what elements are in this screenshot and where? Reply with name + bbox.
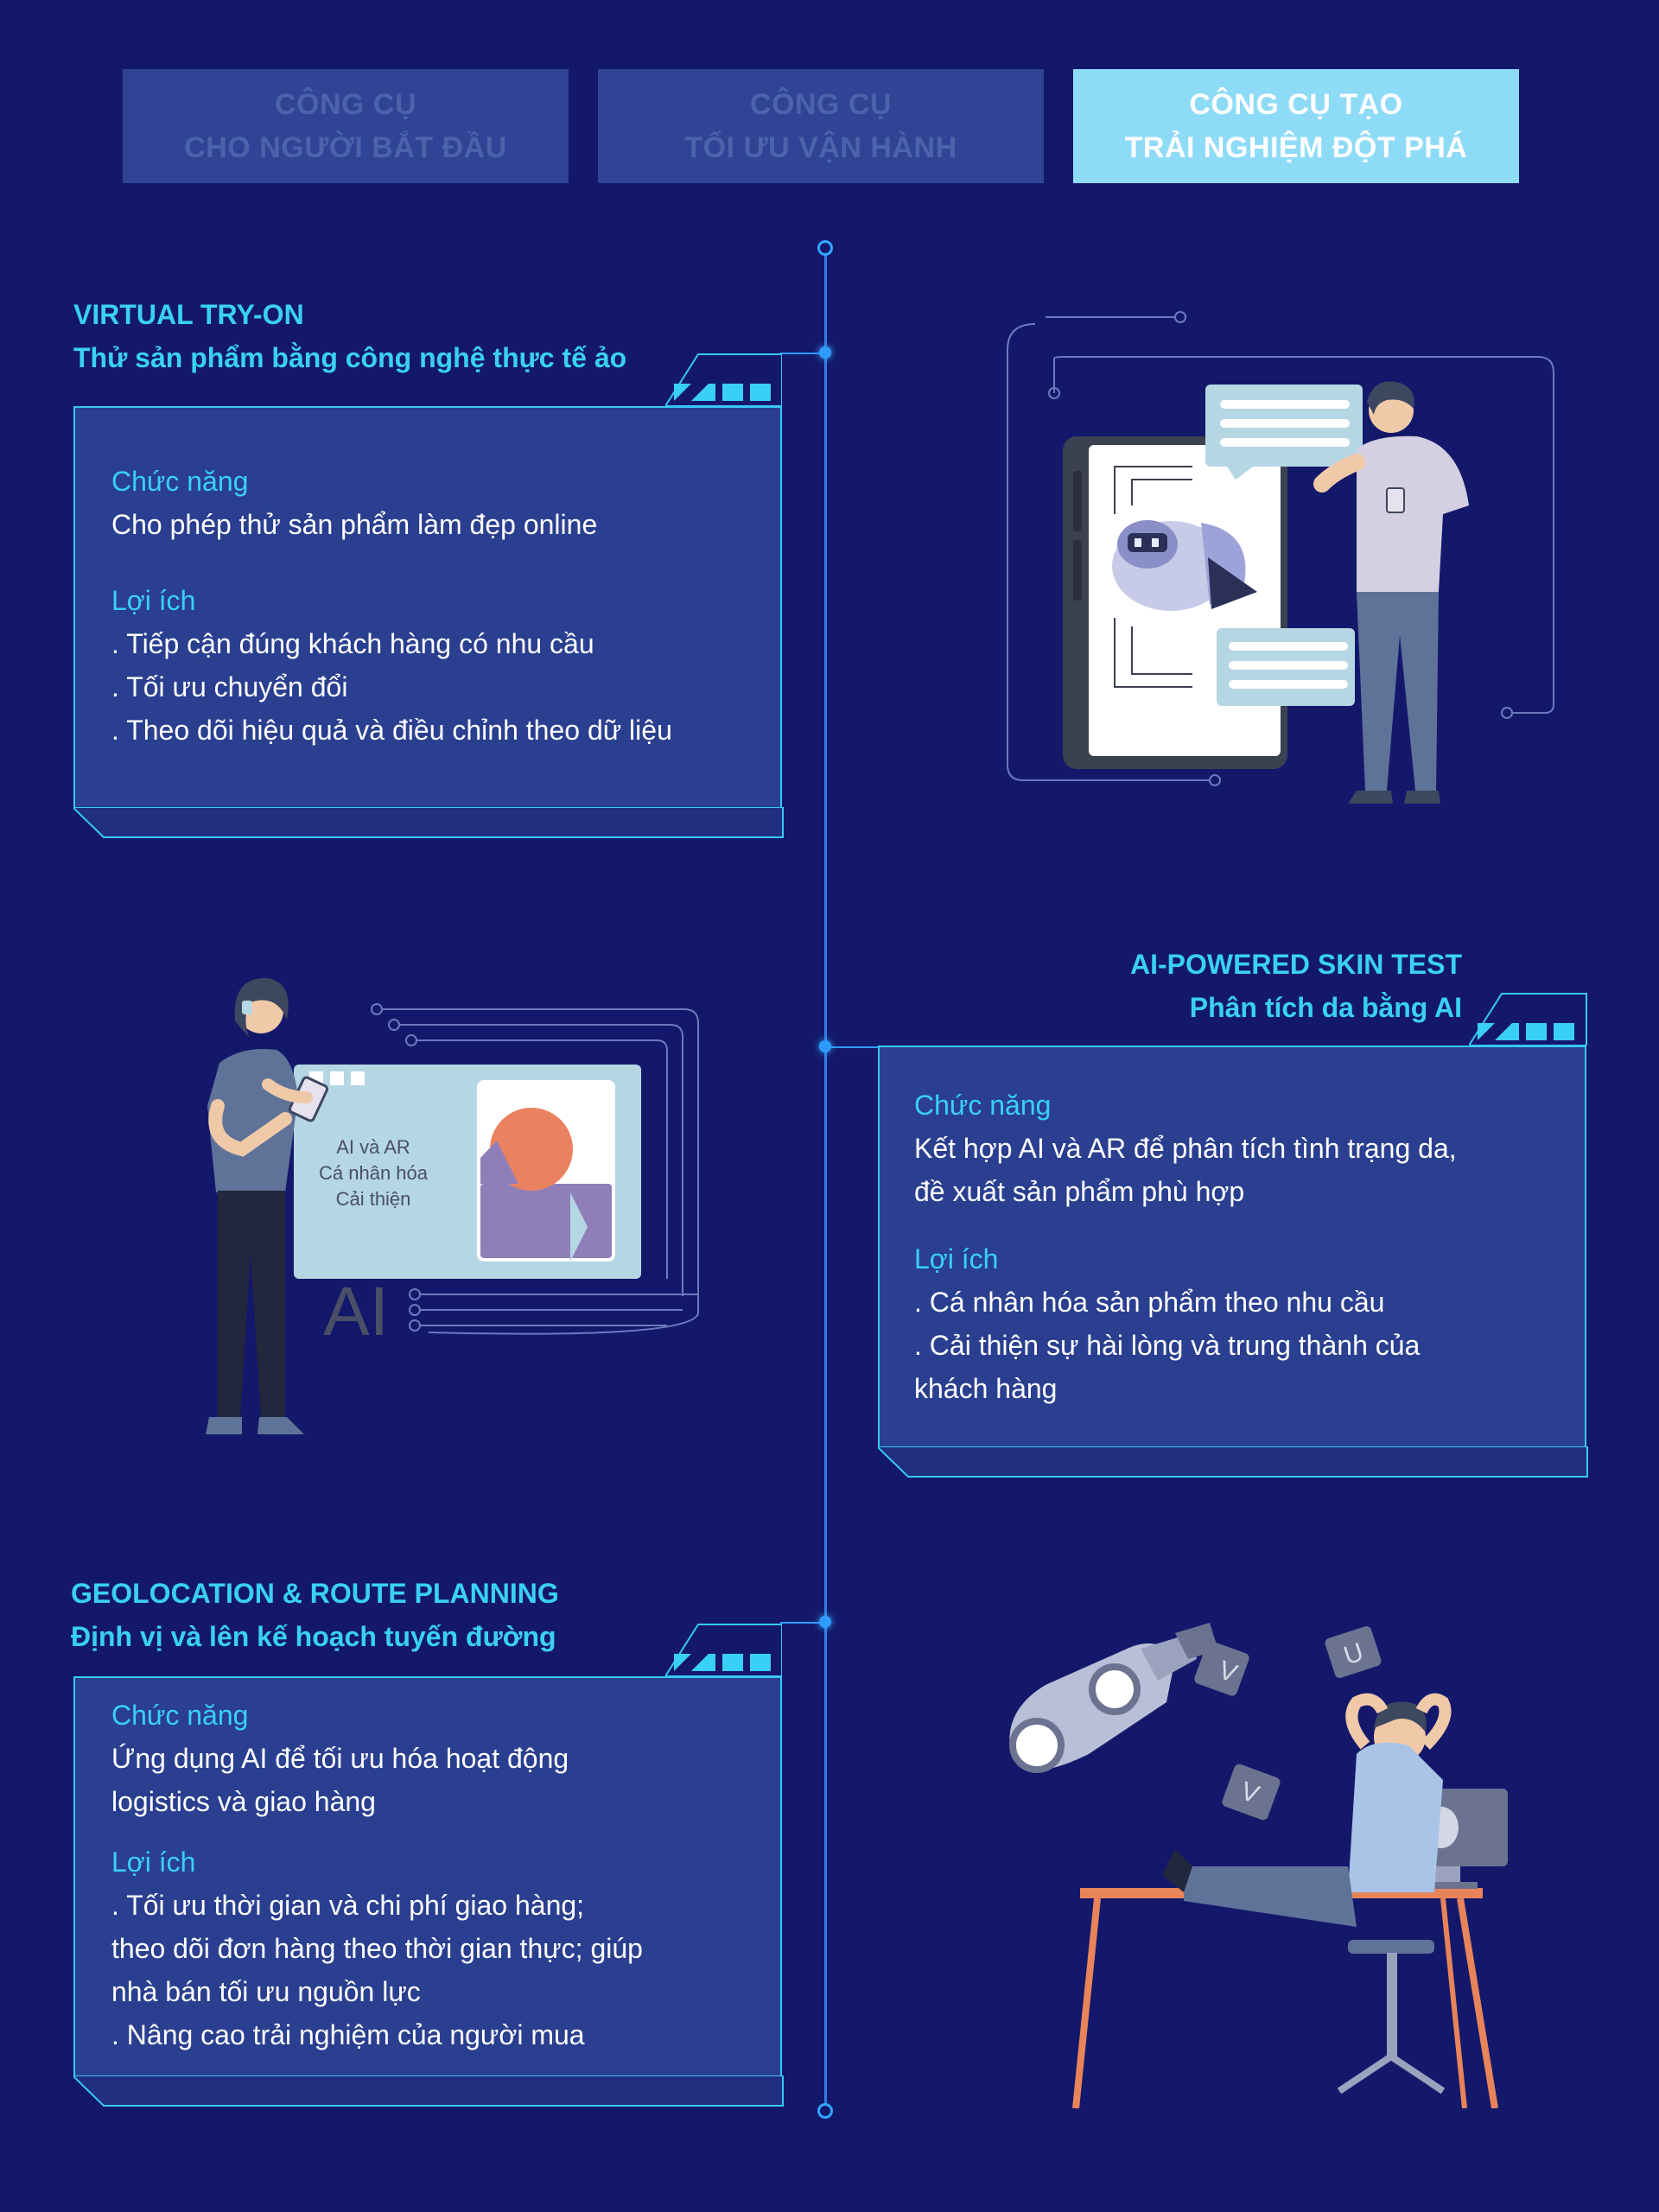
route-planning-illustration: V U V xyxy=(1009,1623,1508,2108)
benefit-heading: Lợi ích xyxy=(111,1847,196,1878)
tab-operations-tools[interactable]: CÔNG CỤ TỐI ƯU VẬN HÀNH xyxy=(598,69,1044,183)
function-text: Kết hợp AI và AR để phân tích tình trạng… xyxy=(914,1133,1457,1164)
screen-text-line: Cải thiện xyxy=(336,1188,411,1210)
card-3d-edge xyxy=(73,807,784,838)
connector-3 xyxy=(780,1622,823,1624)
timeline-start-node xyxy=(817,240,833,256)
section-subtitle: Định vị và lên kế hoạch tuyến đường xyxy=(71,1621,556,1652)
card-tab-decoration xyxy=(665,1624,782,1676)
card-3d-edge xyxy=(73,2075,784,2107)
tab-beginner-tools[interactable]: CÔNG CỤ CHO NGƯỜI BẮT ĐẦU xyxy=(123,69,569,183)
benefit-heading: Lợi ích xyxy=(914,1243,999,1274)
function-heading: Chức năng xyxy=(111,1700,249,1731)
benefit-item: . Theo dõi hiệu quả và điều chỉnh theo d… xyxy=(111,715,672,746)
function-heading: Chức năng xyxy=(111,466,249,497)
timeline-end-node xyxy=(817,2103,833,2119)
benefit-item: nhà bán tối ưu nguồn lực xyxy=(111,1976,421,2007)
tab-label-line2: TRẢI NGHIỆM ĐỘT PHÁ xyxy=(1124,131,1468,164)
benefit-heading: Lợi ích xyxy=(111,585,196,616)
function-text: Cho phép thử sản phẩm làm đẹp online xyxy=(111,509,598,540)
info-card: Chức năng Ứng dụng AI để tối ưu hóa hoạt… xyxy=(73,1676,782,2077)
section-subtitle: Thử sản phẩm bằng công nghệ thực tế ảo xyxy=(73,342,627,373)
function-heading: Chức năng xyxy=(914,1090,1052,1121)
ai-label: AI xyxy=(323,1273,389,1350)
timeline-node-1 xyxy=(819,346,831,359)
tab-label-line1: CÔNG CỤ xyxy=(749,88,893,121)
timeline-node-3 xyxy=(819,1616,831,1628)
benefit-item: . Tối ưu chuyển đổi xyxy=(111,671,348,702)
tab-label-line2: CHO NGƯỜI BẮT ĐẦU xyxy=(184,131,507,164)
section-title: GEOLOCATION & ROUTE PLANNING xyxy=(71,1578,559,1609)
screen-text-line: AI và AR xyxy=(336,1136,410,1158)
benefit-item: . Tiếp cận đúng khách hàng có nhu cầu xyxy=(111,628,594,659)
card-tab-decoration xyxy=(1469,993,1587,1046)
function-text: logistics và giao hàng xyxy=(111,1786,376,1817)
section-title: AI-POWERED SKIN TEST xyxy=(1129,949,1462,980)
card-3d-edge xyxy=(878,1446,1588,1478)
card-tab-decoration xyxy=(665,353,782,406)
info-card: Chức năng Kết hợp AI và AR để phân tích … xyxy=(878,1046,1586,1448)
timeline-line xyxy=(824,248,827,2111)
benefit-item: . Tối ưu thời gian và chi phí giao hàng; xyxy=(111,1890,585,1921)
tab-experience-tools[interactable]: CÔNG CỤ TẠO TRẢI NGHIỆM ĐỘT PHÁ xyxy=(1073,69,1519,183)
skin-test-illustration: AI và AR Cá nhân hóa Cải thiện AI xyxy=(206,977,699,1434)
tab-label-line1: CÔNG CỤ xyxy=(274,88,417,121)
screen-text-line: Cá nhân hóa xyxy=(319,1162,429,1184)
section-title: VIRTUAL TRY-ON xyxy=(73,299,304,330)
tab-label-line2: TỐI ƯU VẬN HÀNH xyxy=(684,131,957,164)
function-text: đề xuất sản phẩm phù hợp xyxy=(914,1176,1245,1207)
connector-2 xyxy=(826,1046,878,1048)
tab-label-line1: CÔNG CỤ TẠO xyxy=(1189,88,1403,121)
info-card: Chức năng Cho phép thử sản phẩm làm đẹp … xyxy=(73,406,782,809)
virtual-try-on-illustration xyxy=(1007,311,1554,804)
timeline-node-2 xyxy=(819,1040,831,1052)
benefit-item: . Nâng cao trải nghiệm của người mua xyxy=(111,2019,585,2050)
benefit-item: . Cải thiện sự hài lòng và trung thành c… xyxy=(914,1330,1421,1361)
benefit-item: . Cá nhân hóa sản phẩm theo nhu cầu xyxy=(914,1287,1385,1318)
section-subtitle: Phân tích da bằng AI xyxy=(1189,992,1462,1023)
benefit-item: khách hàng xyxy=(914,1373,1058,1404)
benefit-item: theo dõi đơn hàng theo thời gian thực; g… xyxy=(111,1933,643,1964)
function-text: Ứng dụng AI để tối ưu hóa hoạt động xyxy=(111,1743,569,1774)
connector-1 xyxy=(780,353,823,354)
